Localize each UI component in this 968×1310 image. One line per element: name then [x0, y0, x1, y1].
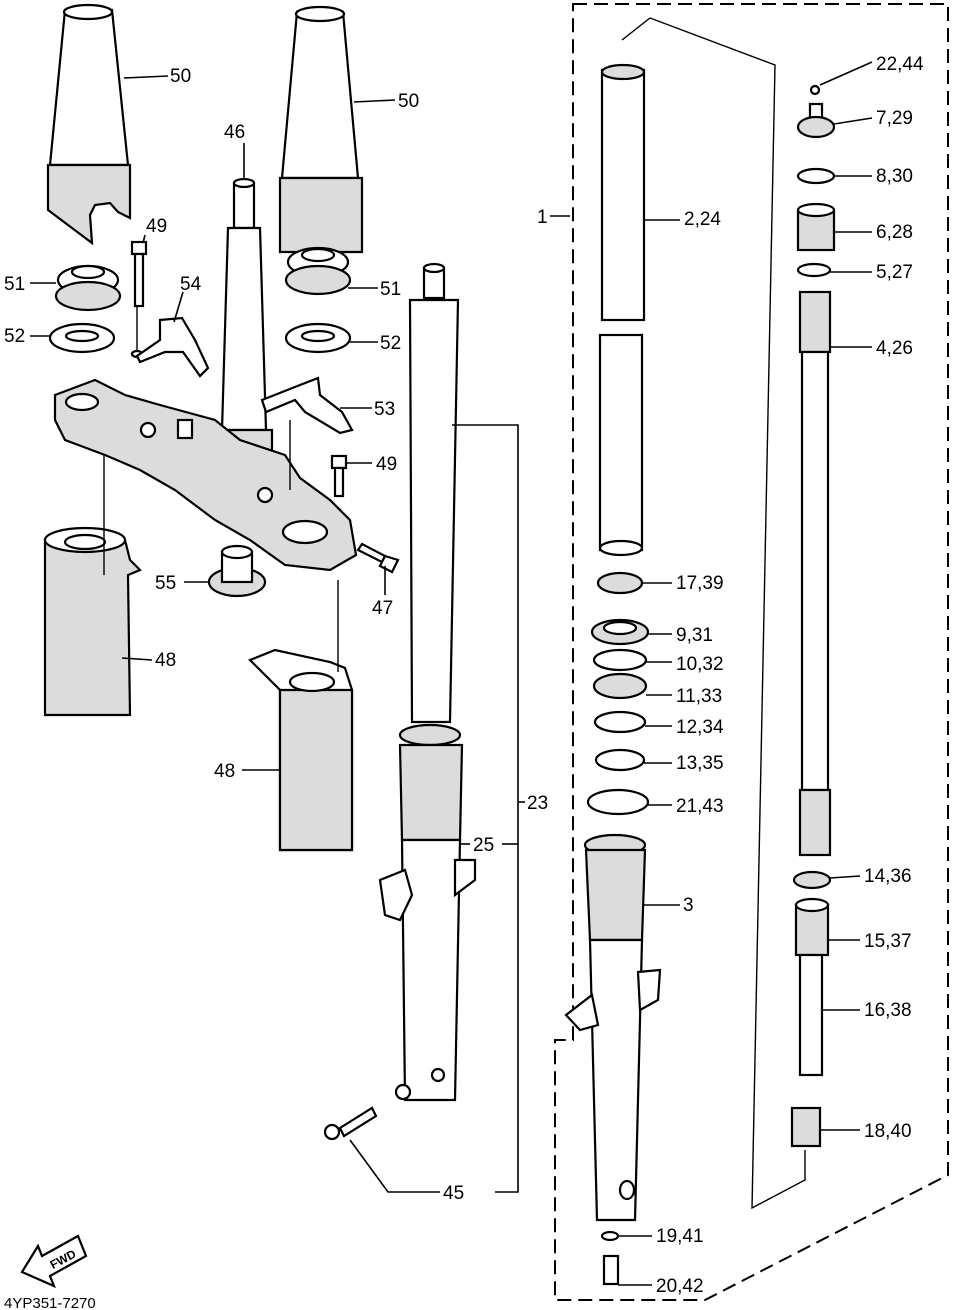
label-20-42: 20,42	[656, 1276, 704, 1297]
label-25: 25	[473, 835, 494, 856]
label-11-33: 11,33	[676, 686, 722, 707]
label-46: 46	[224, 122, 245, 143]
diagram-code: 4YP351-7270	[4, 1295, 96, 1310]
label-45: 45	[443, 1183, 464, 1204]
label-9-31: 9,31	[676, 625, 713, 646]
bolt-47	[356, 542, 400, 574]
label-48-right: 48	[214, 761, 235, 782]
label-52-right: 52	[380, 333, 401, 354]
fork-boot-50-right	[278, 5, 364, 254]
inner-tube-2-24	[598, 63, 646, 557]
washer-5-27	[796, 262, 832, 278]
label-1: 1	[537, 207, 548, 228]
seal-21-43	[586, 788, 650, 816]
label-23: 23	[527, 793, 548, 814]
cover-48-left	[43, 526, 142, 717]
fork-boot-50-left	[46, 3, 132, 246]
o-ring-8-30	[796, 167, 836, 185]
leader-lines	[30, 61, 873, 1286]
label-13-35: 13,35	[676, 753, 724, 774]
label-10-32: 10,32	[676, 654, 724, 675]
fwd-arrow-icon: FWD	[20, 1234, 88, 1289]
bolt-45	[323, 1106, 378, 1141]
label-21-43: 21,43	[676, 796, 724, 817]
label-14-36: 14,36	[864, 866, 912, 887]
clip-11-33	[592, 672, 648, 700]
bushing-13-35	[594, 748, 646, 772]
label-6-28: 6,28	[876, 222, 913, 243]
bolt-20-42	[602, 1254, 620, 1286]
label-50-left: 50	[170, 66, 191, 87]
label-53: 53	[374, 399, 395, 420]
inner-assembly-boundary	[621, 17, 806, 1210]
label-47: 47	[372, 598, 393, 619]
label-2-24: 2,24	[684, 209, 721, 230]
label-19-41: 19,41	[656, 1226, 704, 1247]
label-48-left: 48	[155, 650, 176, 671]
bolt-49-left	[130, 240, 148, 359]
bolt-49-right	[330, 454, 348, 498]
under-bracket	[53, 378, 358, 572]
label-15-37: 15,37	[864, 931, 912, 952]
bushing-12-34	[593, 710, 647, 734]
label-22-44: 22,44	[876, 54, 924, 75]
label-8-30: 8,30	[876, 166, 913, 187]
label-17-39: 17,39	[676, 573, 724, 594]
label-50-right: 50	[398, 91, 419, 112]
nut-55	[207, 544, 267, 598]
damper-rod-16-38	[798, 953, 824, 1077]
fork-assembly-23	[378, 262, 477, 1102]
label-12-34: 12,34	[676, 717, 724, 738]
oil-lock-piece-18-40	[790, 1106, 822, 1148]
label-5-27: 5,27	[876, 262, 913, 283]
label-4-26: 4,26	[876, 338, 913, 359]
label-51-left: 51	[4, 274, 25, 295]
fork-spring-4-26	[798, 290, 832, 857]
label-16-38: 16,38	[864, 1000, 912, 1021]
label-7-29: 7,29	[876, 108, 913, 129]
damper-rod-15-37	[794, 897, 830, 957]
cover-48-right	[248, 648, 354, 852]
label-55: 55	[155, 573, 176, 594]
bracket-54	[135, 316, 210, 378]
o-ring-22-44	[809, 84, 821, 96]
label-49-left: 49	[146, 216, 167, 237]
steering-stem-46	[213, 177, 274, 460]
label-49-right: 49	[376, 454, 397, 475]
bushing-17-39	[596, 571, 644, 595]
label-54: 54	[180, 274, 202, 295]
washer-19-41	[600, 1230, 620, 1242]
label-52-left: 52	[4, 326, 25, 347]
outer-tube-3	[564, 833, 662, 1222]
washer-10-32	[592, 648, 648, 672]
label-18-40: 18,40	[864, 1121, 912, 1142]
bracket-53	[260, 376, 354, 435]
label-3: 3	[683, 895, 694, 916]
label-51-right: 51	[380, 279, 401, 300]
cap-bolt-7-29	[796, 102, 836, 139]
assembly-boundary-1	[554, 3, 949, 1301]
washer-14-36	[792, 870, 832, 890]
